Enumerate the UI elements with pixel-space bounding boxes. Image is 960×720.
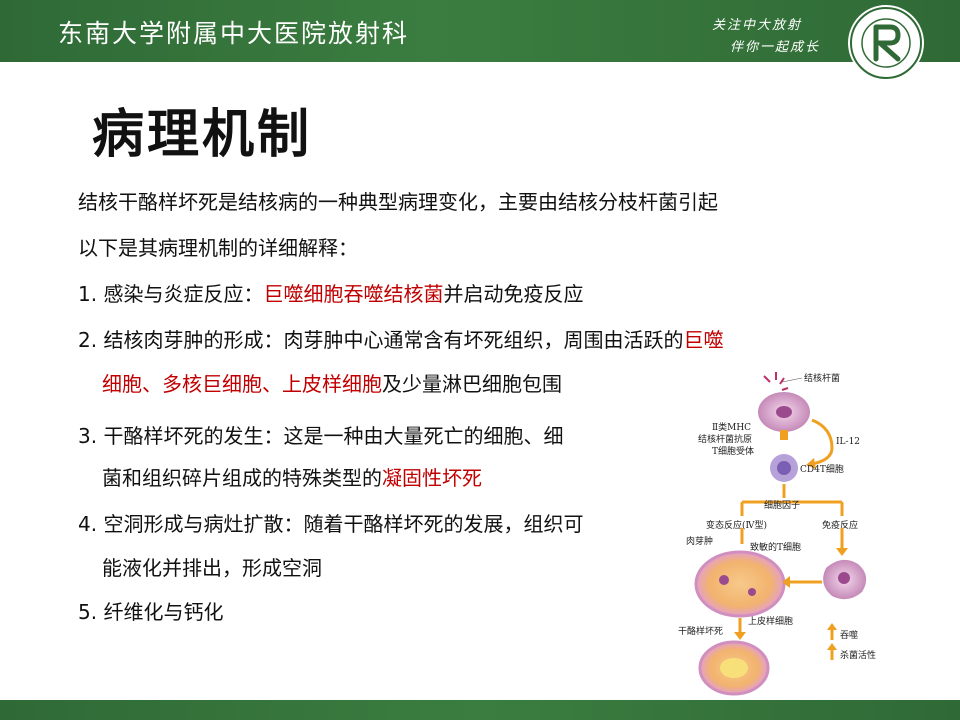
header-bar: 东南大学附属中大医院放射科 关注中大放射 伴你一起成长 <box>0 0 960 62</box>
hospital-logo <box>848 5 924 81</box>
label-il12: IL-12 <box>836 437 860 447</box>
footer-bar <box>0 700 960 720</box>
item1-text: 1. 感染与炎症反应： <box>78 282 264 306</box>
item2-highlight-a: 巨噬 <box>683 328 724 352</box>
label-granuloma: 肉芽肿 <box>686 535 713 547</box>
label-bactericidal: 杀菌活性 <box>840 649 876 661</box>
list-item-3: 3. 干酪样坏死的发生：这是一种由大量死亡的细胞、细 <box>78 424 564 448</box>
label-epithelioid: 上皮样细胞 <box>748 615 793 627</box>
list-item-3-cont: 菌和组织碎片组成的特殊类型的凝固性坏死 <box>102 462 482 491</box>
list-item-2: 2. 结核肉芽肿的形成：肉芽肿中心通常含有坏死组织，周围由活跃的巨噬 <box>78 324 723 353</box>
item1-highlight: 巨噬细胞吞噬结核菌 <box>263 282 444 306</box>
label-antigen: 结核杆菌抗原 <box>698 433 752 445</box>
label-mhc: Ⅱ类MHC <box>712 421 751 433</box>
label-phagocytosis: 吞噬 <box>840 629 858 641</box>
label-hypersensitivity: 变态反应(Ⅳ型) <box>706 519 767 531</box>
header-title: 东南大学附属中大医院放射科 <box>58 19 410 48</box>
item2-text: 2. 结核肉芽肿的形成：肉芽肿中心通常含有坏死组织，周围由活跃的 <box>78 328 684 352</box>
slide-title: 病理机制 <box>92 105 313 165</box>
granuloma-cell <box>694 550 786 618</box>
intro-line-2: 以下是其病理机制的详细解释： <box>78 236 358 260</box>
label-caseous: 干酪样坏死 <box>678 625 723 637</box>
label-cytokine: 细胞因子 <box>764 499 800 511</box>
label-cd4: CD4T细胞 <box>800 463 844 475</box>
list-item-5: 5. 纤维化与钙化 <box>78 600 224 624</box>
label-bacteria: 结核杆菌 <box>804 372 840 384</box>
intro-line-1: 结核干酪样坏死是结核病的一种典型病理变化，主要由结核分枝杆菌引起 <box>78 190 718 214</box>
list-item-4-cont: 能液化并排出，形成空洞 <box>102 556 322 580</box>
label-sensitized: 致敏的T细胞 <box>750 541 801 553</box>
item2-highlight-b: 细胞、多核巨细胞、上皮样细胞 <box>102 372 382 396</box>
bacteria-icon <box>763 372 789 391</box>
slogan-line-1: 关注中大放射 <box>712 18 803 33</box>
item3-text: 菌和组织碎片组成的特殊类型的 <box>102 466 382 490</box>
list-item-1: 1. 感染与炎症反应：巨噬细胞吞噬结核菌并启动免疫反应 <box>78 278 583 307</box>
item1-text-end: 并启动免疫反应 <box>443 282 584 306</box>
pathology-diagram: 结核杆菌 Ⅱ类MHC 结核杆菌抗原 T细胞受体 IL-12 CD4T细胞 细胞因… <box>678 372 876 696</box>
item2-text-end: 及少量淋巴细胞包围 <box>382 372 562 396</box>
label-immune: 免疫反应 <box>822 519 858 531</box>
list-item-4: 4. 空洞形成与病灶扩散：随着干酪样坏死的发展，组织可 <box>78 512 584 536</box>
label-receptor: T细胞受体 <box>712 445 754 457</box>
slogan-line-2: 伴你一起成长 <box>730 40 821 55</box>
item3-highlight: 凝固性坏死 <box>382 466 482 490</box>
list-item-2-cont: 细胞、多核巨细胞、上皮样细胞及少量淋巴细胞包围 <box>102 368 562 397</box>
